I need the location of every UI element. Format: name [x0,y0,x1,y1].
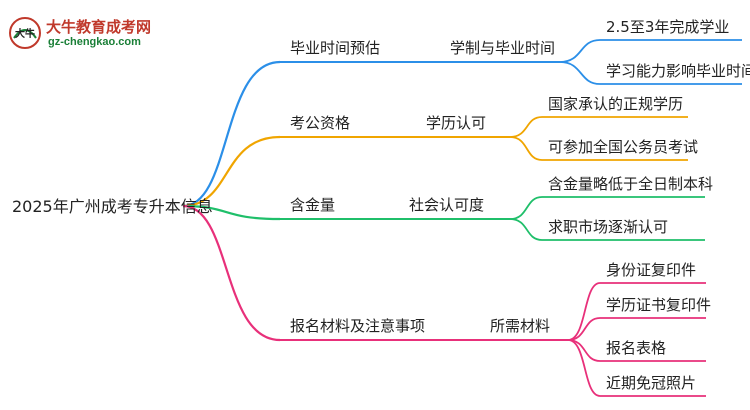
leaf-label: 含金量略低于全日制本科 [548,175,713,193]
leaf-connector [567,282,706,341]
connector-lines [182,39,742,397]
logo-badge-icon: 大牛 [9,17,41,49]
leaf-connector [567,317,706,341]
leaf-label: 近期免冠照片 [606,374,696,392]
child-label: 社会认可度 [409,196,484,214]
child-label: 学历认可 [426,114,486,132]
leaf-connector [509,116,688,138]
logo-badge-text: 大牛 [15,27,35,40]
leaf-connector [509,196,705,220]
leaf-connector [559,39,742,63]
leaf-label: 学历证书复印件 [606,296,711,314]
branch-label: 报名材料及注意事项 [290,317,425,335]
leaf-label: 报名表格 [606,339,666,357]
leaf-label: 2.5至3年完成学业 [606,18,729,36]
branch-label: 毕业时间预估 [290,39,380,57]
child-label: 学制与毕业时间 [450,39,555,57]
leaf-connector [509,218,705,241]
trunk-connector [182,135,281,208]
root-node: 2025年广州成考专升本信息 [12,197,213,216]
site-logo: 大牛 大牛教育成考网 gz-chengkao.com [8,14,188,54]
trunk-connector [182,204,281,342]
leaf-label: 求职市场逐渐认可 [548,218,668,236]
leaf-connector [509,136,688,161]
child-label: 所需材料 [490,317,550,335]
trunk-connector [182,204,281,221]
logo-url: gz-chengkao.com [48,36,141,48]
leaf-label: 身份证复印件 [606,261,696,279]
logo-name: 大牛教育成考网 [46,18,152,36]
leaf-label: 国家承认的正规学历 [548,95,683,113]
branch-label: 含金量 [290,196,335,214]
branch-label: 考公资格 [290,114,350,132]
leaf-connector [567,339,706,397]
trunk-connector [182,60,281,208]
leaf-label: 可参加全国公务员考试 [548,138,698,156]
leaf-label: 学习能力影响毕业时间 [606,62,750,80]
leaf-connector [559,61,742,85]
